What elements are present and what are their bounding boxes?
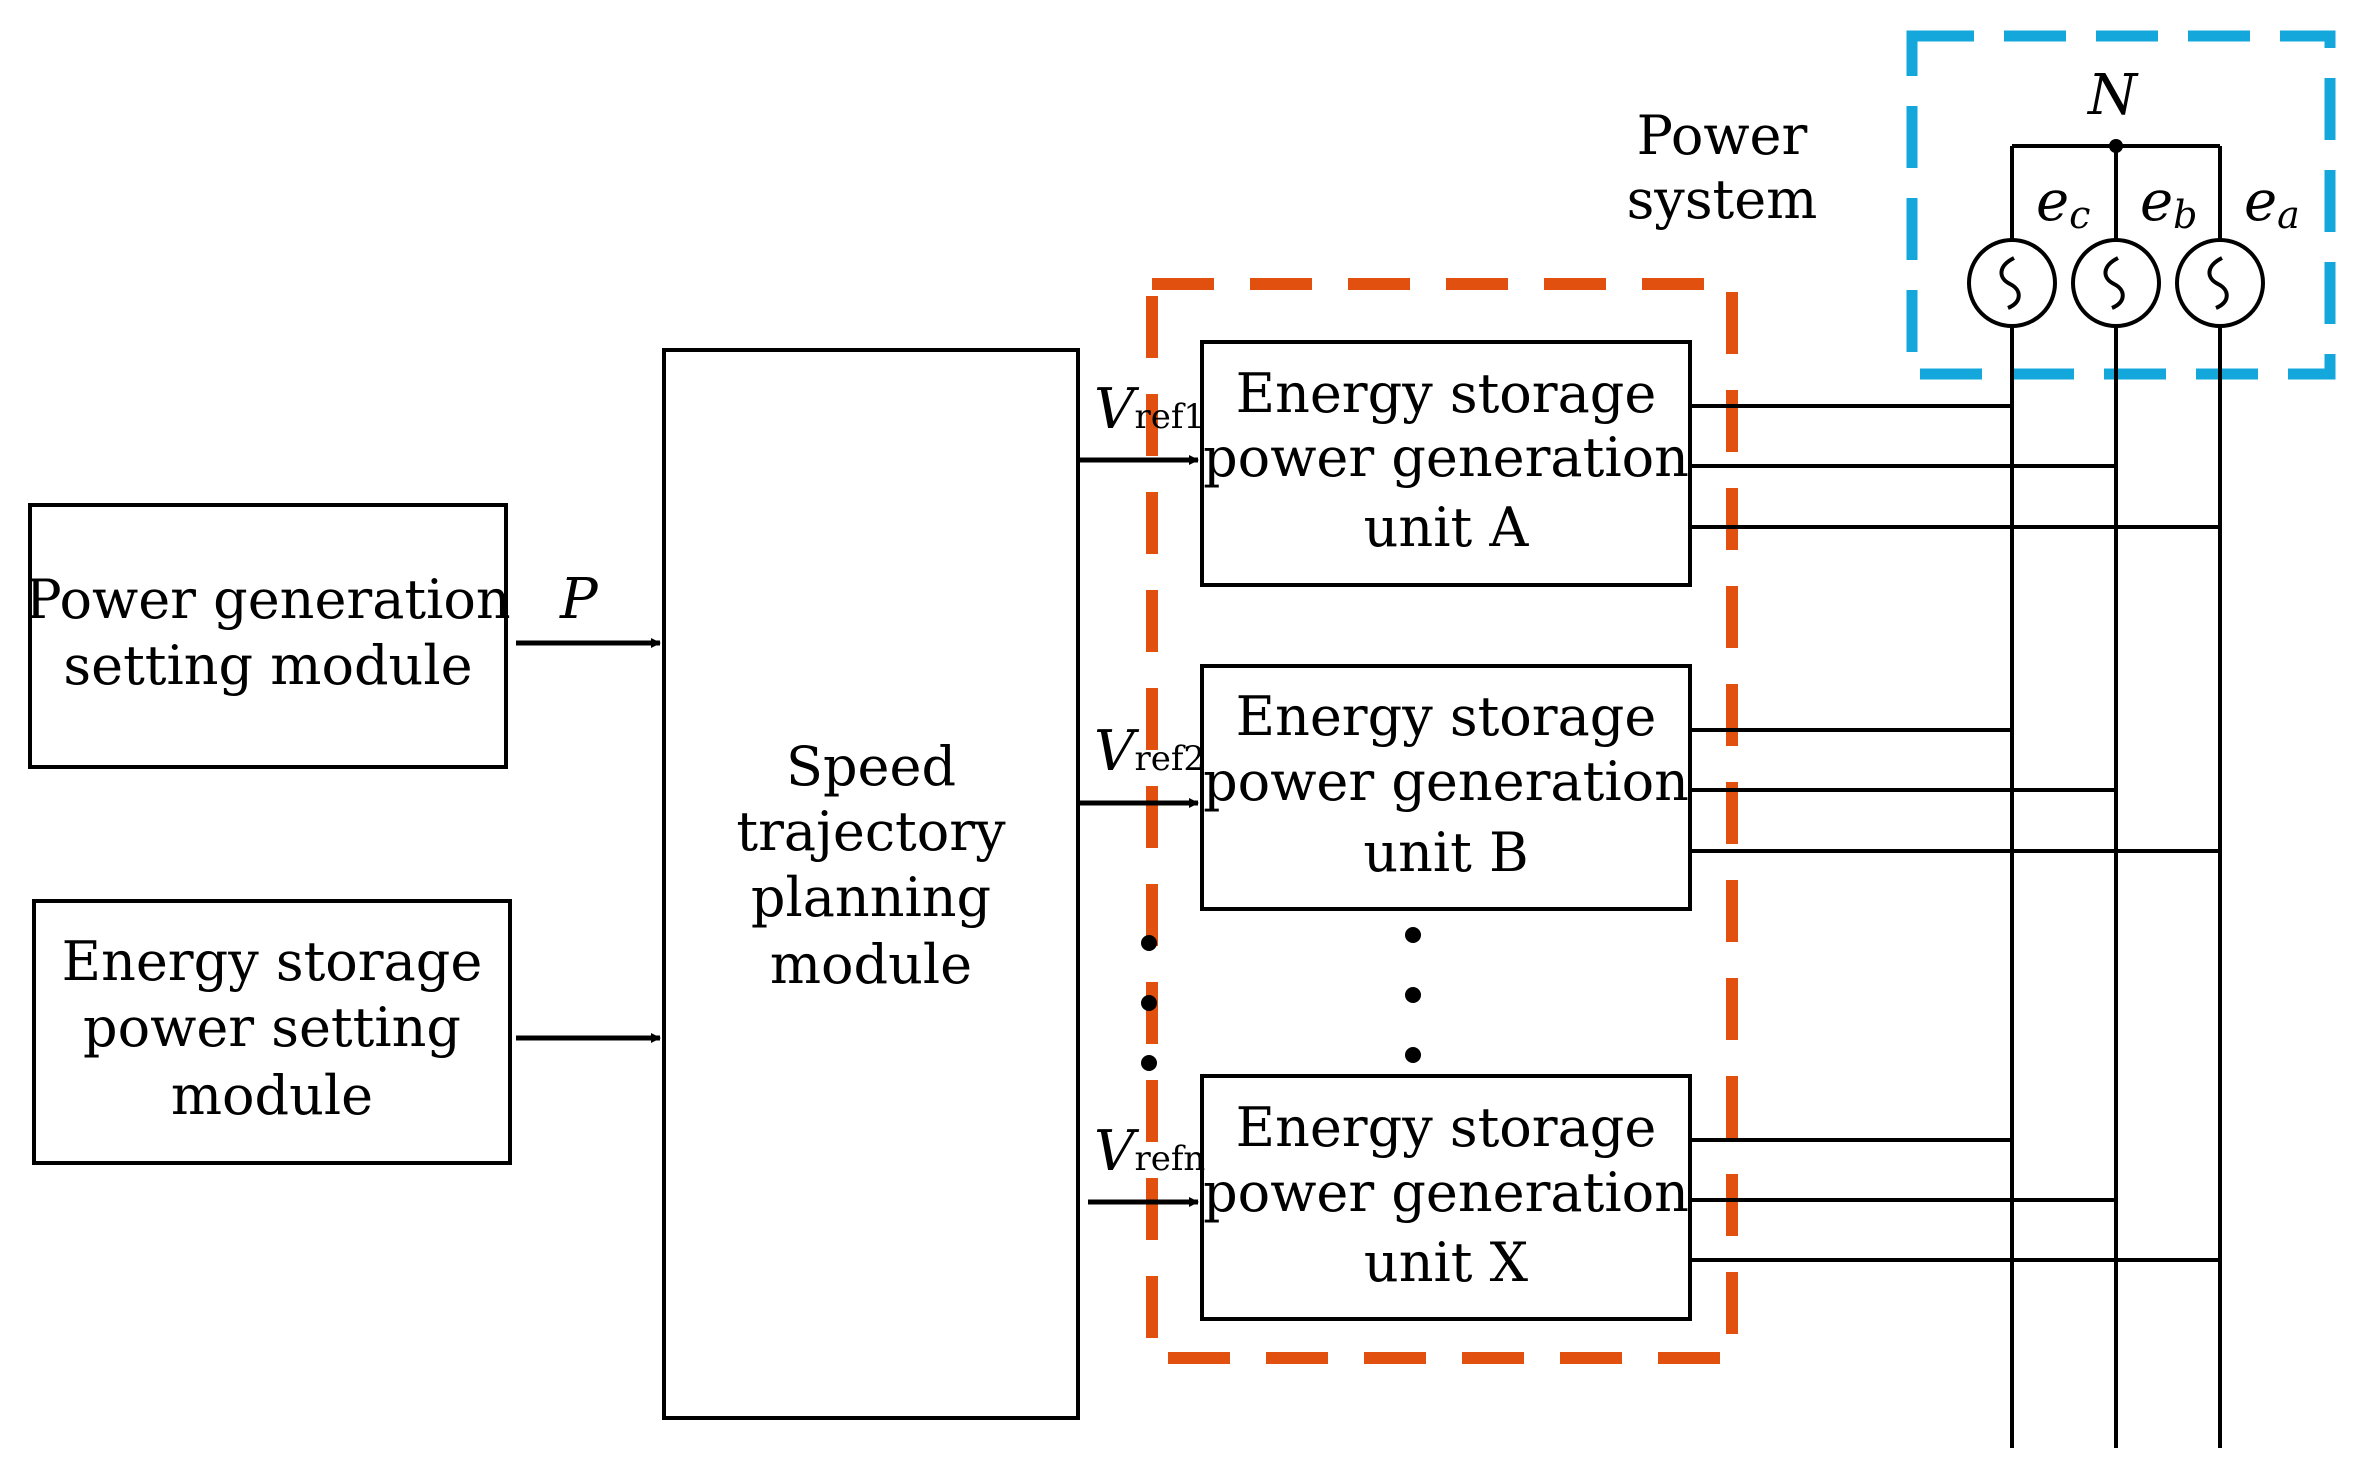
power-system-border [1906, 30, 2336, 380]
power-system-label-line-2: system [1627, 168, 1818, 231]
source-c [1967, 238, 2057, 328]
unit-b-line-3: unit B [1363, 821, 1528, 884]
speed-trajectory-line-2: trajectory [736, 800, 1006, 863]
ellipsis-dot [1405, 1047, 1421, 1063]
unit-bus-connections [1690, 404, 2220, 1262]
units-group-border [1146, 278, 1738, 1364]
vrefn-label: Vrefn [1094, 1119, 1205, 1184]
unit-a-line-1: Energy storage [1236, 362, 1657, 425]
source-b-label: eb [2140, 169, 2197, 237]
unit-b: Energy storage power generation unit B [1200, 664, 1692, 911]
power-gen-setting-line-1: Power generation [25, 568, 510, 631]
ellipsis-dot [1405, 927, 1421, 943]
source-a-label: ea [2244, 169, 2300, 237]
power-gen-setting-line-2: setting module [63, 634, 472, 697]
three-phase-bus [2010, 139, 2222, 1448]
speed-trajectory-line-3: planning [751, 866, 991, 929]
power-system-label-line-1: Power [1637, 104, 1808, 167]
ellipsis-dot [1141, 935, 1157, 951]
unit-x-line-1: Energy storage [1236, 1096, 1657, 1159]
source-a [2175, 238, 2265, 328]
speed-trajectory-line-4: module [770, 933, 972, 996]
vref2-label: Vref2 [1094, 719, 1205, 784]
source-b [2071, 238, 2161, 328]
ellipsis-dot [1141, 1055, 1157, 1071]
ellipsis-dot [1405, 987, 1421, 1003]
unit-x: Energy storage power generation unit X [1200, 1074, 1692, 1321]
source-c-label: ec [2036, 169, 2090, 237]
power-input-label: P [559, 567, 599, 632]
unit-a-line-3: unit A [1364, 496, 1530, 559]
unit-x-line-3: unit X [1364, 1231, 1529, 1294]
unit-x-line-2: power generation [1203, 1161, 1689, 1224]
speed-trajectory-line-1: Speed [786, 735, 956, 798]
energy-storage-power-setting-module: Energy storage power setting module [32, 899, 512, 1165]
unit-b-line-1: Energy storage [1236, 685, 1657, 748]
unit-a: Energy storage power generation unit A [1200, 340, 1692, 587]
unit-a-line-2: power generation [1203, 426, 1689, 489]
unit-b-line-2: power generation [1203, 750, 1689, 813]
vref1-label: Vref1 [1094, 377, 1205, 442]
ellipsis-dot [1141, 995, 1157, 1011]
es-setting-line-2: power setting [83, 996, 461, 1059]
es-setting-line-1: Energy storage [62, 930, 483, 993]
speed-trajectory-planning-module: Speed trajectory planning module [662, 348, 1080, 1420]
neutral-node [2109, 139, 2123, 153]
es-setting-line-3: module [171, 1064, 373, 1127]
power-generation-setting-module: Power generation setting module [25, 503, 511, 769]
neutral-label: N [2086, 63, 2139, 128]
